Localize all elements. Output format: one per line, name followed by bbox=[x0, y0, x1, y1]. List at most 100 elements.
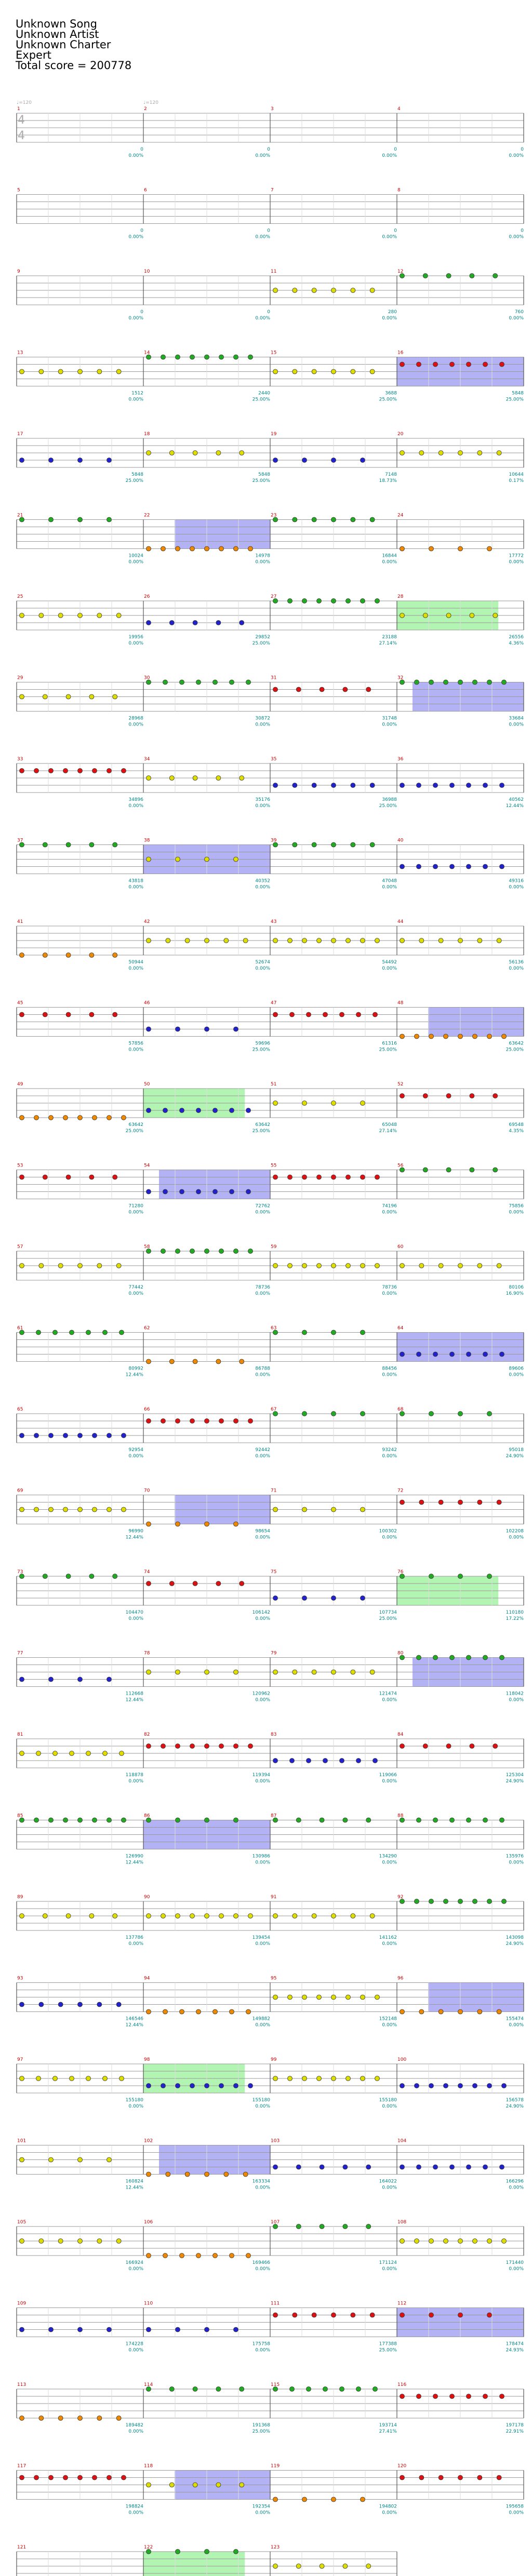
time-signature-top: 4 bbox=[18, 114, 25, 127]
note-gem bbox=[233, 1669, 238, 1675]
measure-score: 141162 bbox=[379, 1935, 397, 1940]
note-gem bbox=[416, 1351, 421, 1357]
note-gem bbox=[292, 288, 298, 293]
measure-multiplier: 0.00% bbox=[128, 1291, 143, 1296]
measure-score: 155180 bbox=[126, 2098, 144, 2103]
measure-score: 0 bbox=[267, 229, 270, 234]
note-gem bbox=[229, 2009, 234, 2015]
note-gem bbox=[458, 679, 463, 685]
measure-number: 40 bbox=[397, 838, 404, 843]
note-gem bbox=[499, 1817, 504, 1823]
measure-number: 115 bbox=[271, 2382, 280, 2387]
measure-multiplier: 0.00% bbox=[255, 1860, 270, 1866]
measure-score: 17772 bbox=[509, 554, 524, 559]
note-gem bbox=[438, 450, 444, 455]
note-gem bbox=[487, 1411, 492, 1416]
staff-row-26 bbox=[16, 2145, 524, 2177]
note-gem bbox=[19, 1330, 24, 1335]
note-gem bbox=[233, 1418, 238, 1424]
measure-score: 760 bbox=[515, 310, 524, 315]
note-gem bbox=[36, 1751, 41, 1756]
note-gem bbox=[146, 1026, 151, 1032]
note-gem bbox=[112, 694, 118, 700]
measure-multiplier: 0.00% bbox=[382, 1698, 397, 1703]
note-gem bbox=[216, 620, 221, 625]
note-gem bbox=[246, 2253, 251, 2258]
note-gem bbox=[146, 1249, 151, 1254]
note-gem bbox=[107, 2327, 112, 2332]
measure-multiplier: 0.00% bbox=[128, 2104, 143, 2109]
note-gem bbox=[48, 1433, 54, 1438]
measure-score: 89606 bbox=[509, 1366, 524, 1372]
measure-number: 87 bbox=[271, 1814, 276, 1819]
note-gem bbox=[229, 1189, 234, 1195]
note-gem bbox=[196, 1189, 201, 1195]
note-gem bbox=[169, 775, 175, 781]
note-gem bbox=[175, 856, 180, 862]
note-gem bbox=[184, 2171, 190, 2177]
note-gem bbox=[429, 1034, 434, 1039]
note-gem bbox=[77, 2157, 83, 2163]
note-gem bbox=[65, 842, 71, 848]
note-gem bbox=[469, 273, 475, 278]
measure-number: 105 bbox=[17, 2220, 26, 2225]
measure-score: 149882 bbox=[252, 2017, 270, 2022]
note-gem bbox=[146, 2083, 151, 2088]
measure-score: 98654 bbox=[255, 1529, 270, 1534]
note-gem bbox=[146, 856, 151, 862]
note-gem bbox=[323, 1012, 328, 1017]
note-gem bbox=[69, 2076, 74, 2081]
note-gem bbox=[449, 1351, 455, 1357]
note-gem bbox=[204, 354, 209, 360]
note-gem bbox=[86, 2076, 91, 2081]
note-gem bbox=[216, 775, 221, 781]
note-gem bbox=[77, 1817, 83, 1823]
staff-row-18 bbox=[16, 1495, 524, 1527]
note-gem bbox=[483, 2164, 488, 2170]
note-gem bbox=[366, 687, 371, 692]
note-gem bbox=[196, 2009, 201, 2015]
measure-number: 81 bbox=[17, 1732, 23, 1737]
note-gem bbox=[175, 2549, 180, 2554]
measure-score: 86788 bbox=[255, 1366, 270, 1372]
note-gem bbox=[339, 1758, 344, 1763]
measure-score: 69548 bbox=[509, 1122, 524, 1128]
measure-multiplier: 0.00% bbox=[255, 2348, 270, 2353]
note-gem bbox=[233, 1521, 238, 1527]
note-gem bbox=[316, 598, 322, 603]
note-gem bbox=[472, 1034, 477, 1039]
song-header: Unknown Song Unknown Artist Unknown Char… bbox=[16, 19, 131, 71]
measure-score: 280 bbox=[388, 310, 397, 315]
note-gem bbox=[107, 1507, 112, 1512]
note-gem bbox=[331, 1174, 336, 1180]
note-gem bbox=[400, 1167, 405, 1173]
note-gem bbox=[58, 1263, 63, 1268]
note-gem bbox=[175, 354, 180, 360]
note-gem bbox=[438, 938, 444, 943]
note-gem bbox=[161, 354, 166, 360]
note-gem bbox=[196, 679, 201, 685]
note-gem bbox=[342, 1817, 348, 1823]
note-gem bbox=[458, 450, 463, 455]
note-gem bbox=[19, 952, 24, 958]
measure-score: 93242 bbox=[382, 1447, 397, 1453]
note-gem bbox=[63, 2475, 68, 2480]
note-gem bbox=[369, 517, 375, 522]
measure-score: 36988 bbox=[382, 797, 397, 802]
note-gem bbox=[342, 687, 348, 692]
staff-row-6 bbox=[16, 517, 524, 552]
note-gem bbox=[446, 1743, 451, 1749]
note-gem bbox=[175, 1418, 180, 1424]
note-gem bbox=[400, 2009, 405, 2015]
note-gem bbox=[204, 1026, 209, 1032]
note-gem bbox=[34, 1115, 39, 1120]
note-gem bbox=[433, 361, 438, 367]
note-gem bbox=[458, 1499, 463, 1505]
note-gem bbox=[469, 1743, 475, 1749]
measure-score: 163334 bbox=[252, 2179, 271, 2184]
measure-score: 137786 bbox=[126, 1935, 144, 1940]
note-gem bbox=[499, 783, 504, 788]
measure-multiplier: 0.00% bbox=[255, 153, 270, 158]
note-gem bbox=[169, 1359, 175, 1364]
